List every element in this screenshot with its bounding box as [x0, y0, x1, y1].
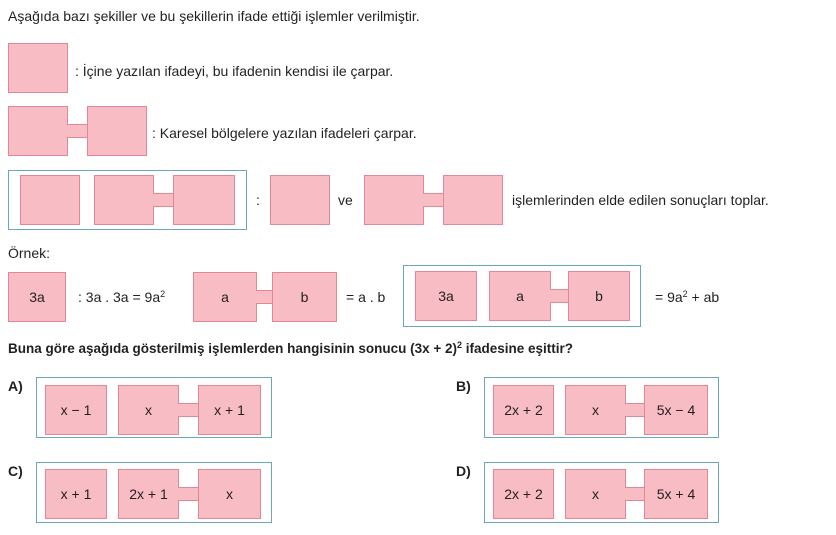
rule2-text: : Karesel bölgelere yazılan ifadeleri ça…: [152, 125, 417, 141]
option-label: C): [8, 463, 23, 479]
example-combined-square: 3a: [415, 271, 477, 321]
combined-pair-bridge: [153, 193, 174, 207]
option-square: 2x + 2: [493, 469, 554, 519]
example-pair-bridge: [256, 290, 273, 304]
example-square-result: : 3a . 3a = 9a2: [78, 289, 166, 305]
double-square-bridge: [67, 124, 88, 138]
intro-text: Aşağıda bazı şekiller ve bu şekillerin i…: [8, 8, 420, 24]
option-square: x − 1: [45, 385, 107, 435]
combined-pair-right: [173, 175, 235, 225]
example-pair-result: = a . b: [346, 289, 386, 305]
option-pair-left: x: [118, 385, 179, 435]
example-combined-frame: [403, 265, 641, 327]
option-pair-bridge: [625, 487, 645, 501]
example-square: 3a: [8, 272, 66, 322]
combined-pair-left: [94, 175, 154, 225]
square-shape: [8, 43, 68, 93]
option-pair-left: x: [565, 385, 626, 435]
rule3-pair-left: [364, 175, 424, 225]
option-label: B): [456, 378, 471, 394]
rule3-pair-bridge: [423, 193, 444, 207]
option-square: x + 1: [45, 469, 107, 519]
option-pair-right: 5x + 4: [644, 469, 708, 519]
option-label: A): [8, 378, 23, 394]
option-pair-right: x: [198, 469, 261, 519]
double-square-left: [8, 106, 68, 156]
option-pair-bridge: [178, 487, 199, 501]
option-frame: [36, 462, 272, 523]
rule3-pair-right: [443, 175, 503, 225]
example-title: Örnek:: [8, 245, 51, 261]
option-frame: [484, 462, 719, 523]
example-pair-left: a: [193, 272, 257, 322]
example-combined-pair-bridge: [550, 289, 569, 303]
combined-square: [20, 175, 80, 225]
example-combined-pair-left: a: [489, 271, 551, 321]
rule1-text: : İçine yazılan ifadeyi, bu ifadenin ken…: [75, 63, 394, 79]
option-pair-right: x + 1: [198, 385, 261, 435]
rule3-ve: ve: [338, 192, 353, 208]
combined-frame: [8, 170, 247, 230]
option-frame: [484, 377, 719, 438]
option-frame: [36, 377, 272, 438]
option-pair-left: x: [565, 469, 626, 519]
rule3-colon: :: [256, 192, 260, 208]
option-pair-bridge: [178, 403, 199, 417]
option-pair-right: 5x − 4: [644, 385, 708, 435]
option-label: D): [456, 463, 471, 479]
option-pair-bridge: [625, 403, 645, 417]
example-combined-result: = 9a2 + ab: [655, 289, 720, 305]
rule3-text: işlemlerinden elde edilen sonuçları topl…: [512, 192, 769, 208]
option-square: 2x + 2: [493, 385, 554, 435]
example-pair-right: b: [272, 272, 337, 322]
question-text: Buna göre aşağıda gösterilmiş işlemlerde…: [8, 340, 574, 357]
rule3-square: [270, 175, 330, 225]
double-square-right: [87, 106, 147, 156]
option-pair-left: 2x + 1: [118, 469, 179, 519]
example-combined-pair-right: b: [568, 271, 630, 321]
